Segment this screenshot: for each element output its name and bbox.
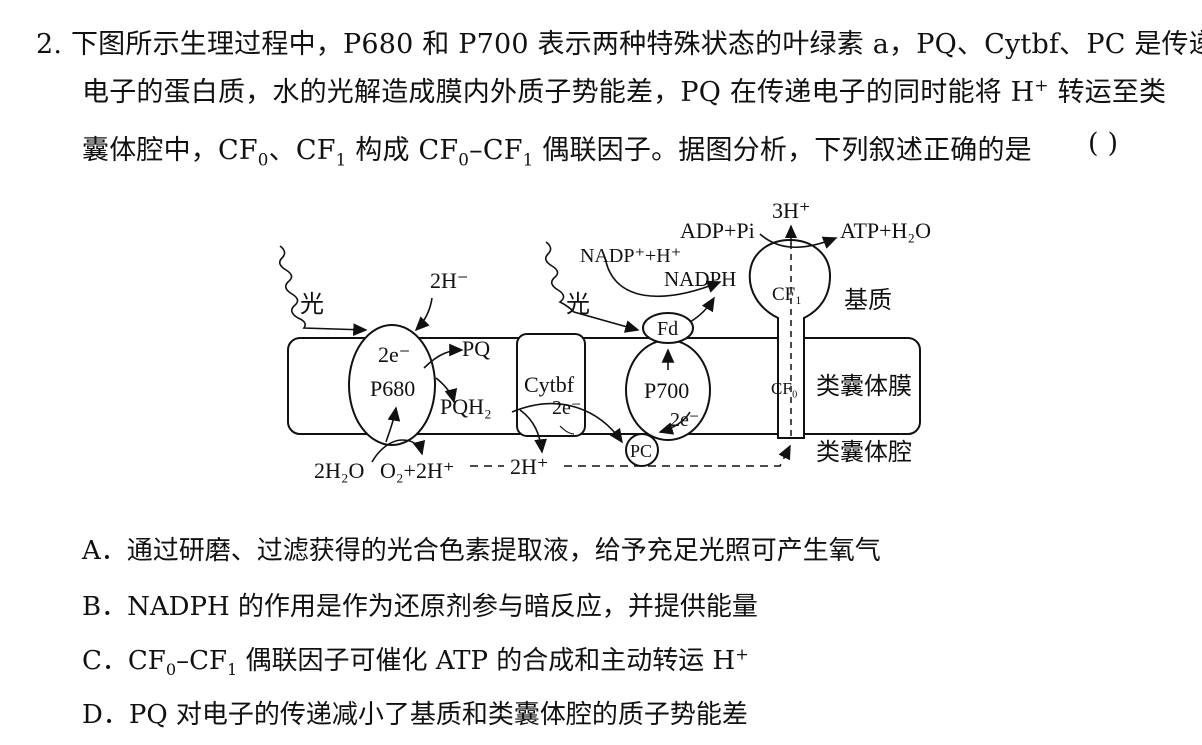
label-p680: P680 <box>370 376 415 401</box>
label-2e-cytbf: 2e⁻ <box>552 397 581 419</box>
proton-dashed-path <box>470 446 790 467</box>
label-2e-p680: 2e⁻ <box>378 342 410 367</box>
label-pq: PQ <box>462 336 490 361</box>
label-water: 2H₂O <box>314 458 364 483</box>
label-cytbf: Cytbf <box>524 372 575 397</box>
option-a[interactable]: A．通过研磨、过滤获得的光合色素提取液，给予充足光照可产生氧气 <box>82 536 881 566</box>
label-light-left: 光 <box>300 291 324 318</box>
label-pqh2: PQH₂ <box>440 394 492 419</box>
label-pc: PC <box>630 441 652 461</box>
label-o2: O₂+2H⁺ <box>380 458 454 483</box>
light-wave-left <box>278 245 368 336</box>
label-fd: Fd <box>657 318 678 340</box>
label-p700: P700 <box>644 378 689 403</box>
label-3h: 3H⁺ <box>772 198 811 223</box>
label-cf0: CF₀ <box>771 379 798 398</box>
question-line-2: 电子的蛋白质，水的光解造成膜内外质子势能差，PQ 在传递电子的同时能将 H+ 转… <box>82 75 1167 108</box>
label-light-right: 光 <box>566 291 590 318</box>
p680-complex <box>348 324 436 446</box>
label-nadph: NADPH <box>664 267 736 291</box>
label-lumen: 类囊体腔 <box>816 439 912 466</box>
light-wave-right <box>544 241 640 333</box>
atp-synthase <box>748 238 832 439</box>
label-2h-top: 2H⁻ <box>430 268 469 293</box>
cytbf-complex <box>516 333 586 437</box>
question-number: 2. <box>36 29 63 60</box>
label-atp: ATP+H₂O <box>840 218 931 243</box>
label-adp: ADP+Pi <box>680 218 755 243</box>
option-c[interactable]: C．CF0–CF1 偶联因子可催化 ATP 的合成和主动转运 H+ <box>82 644 749 680</box>
answer-bracket[interactable]: ( ) <box>1088 128 1119 159</box>
question-text-1: 下图所示生理过程中，P680 和 P700 表示两种特殊状态的叶绿素 a，PQ、… <box>70 29 1202 60</box>
label-nadp: NADP⁺+H⁺ <box>580 245 681 267</box>
label-cf1: CF₁ <box>772 284 802 305</box>
question-line-1: 2. 下图所示生理过程中，P680 和 P700 表示两种特殊状态的叶绿素 a，… <box>36 22 1202 61</box>
label-stroma: 基质 <box>844 287 892 314</box>
option-b[interactable]: B．NADPH 的作用是作为还原剂参与暗反应，并提供能量 <box>82 592 758 622</box>
label-2h-lumen: 2H⁺ <box>510 454 549 479</box>
thylakoid-membrane <box>287 337 921 435</box>
fd-protein <box>642 312 694 344</box>
label-membrane: 类囊体膜 <box>816 373 912 400</box>
option-d[interactable]: D．PQ 对电子的传递减小了基质和类囊体腔的质子势能差 <box>82 700 748 730</box>
label-2e-p700: 2e⁻ <box>670 409 699 431</box>
question-line-3: 囊体腔中，CF0、CF1 构成 CF0–CF1 偶联因子。据图分析，下列叙述正确… <box>82 135 1032 170</box>
